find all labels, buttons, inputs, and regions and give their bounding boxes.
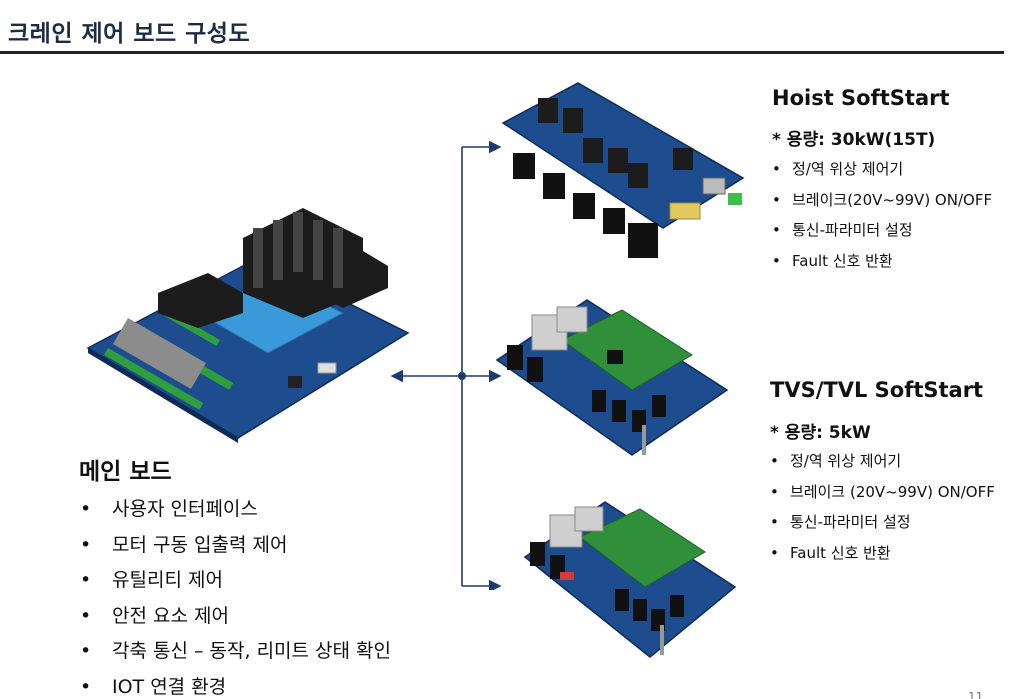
main-board-title: 메인 보드 [79,459,172,485]
bullet: • [770,452,779,470]
bullet: • [80,533,92,556]
list-item: •통신-파라미터 설정 [770,513,911,531]
list-item: •사용자 인터페이스 [80,498,258,520]
bullet: • [772,190,781,209]
main-board-image [86,208,410,443]
list-item: •안전 요소 제어 [80,604,229,627]
hoist-softstart-board-image [501,82,745,258]
bullet: • [80,640,92,662]
hoist-capacity: * 용량: 30kW(15T) [772,130,936,150]
list-item: •브레이크 (20V~99V) ON/OFF [770,482,995,501]
bullet: • [772,160,781,178]
bullet: • [772,221,781,239]
list-item: •정/역 위상 제어기 [770,452,902,470]
list-item: •Fault 신호 반환 [770,543,891,562]
list-item: •유틸리티 제어 [80,569,223,591]
main-board-feature-list: •사용자 인터페이스 •모터 구동 입출력 제어 •유틸리티 제어 •안전 요소… [80,496,391,699]
tvs-feature-list: •정/역 위상 제어기 •브레이크 (20V~99V) ON/OFF •통신-파… [770,450,995,572]
tvs-softstart-board-image-2 [523,501,737,658]
list-item: •통신-파라미터 설정 [772,221,913,239]
hoist-title: Hoist SoftStart [772,86,950,110]
bullet: • [772,251,781,270]
tvs-capacity: * 용량: 5kW [770,423,871,443]
tvs-title: TVS/TVL SoftStart [770,378,984,402]
list-item: •정/역 위상 제어기 [772,160,904,178]
list-item: •브레이크(20V~99V) ON/OFF [772,190,993,209]
page-title: 크레인 제어 보드 구성도 [8,21,251,47]
bullet: • [80,675,92,698]
list-item: •각축 통신 – 동작, 리미트 상태 확인 [80,640,392,662]
list-item: •Fault 신호 반환 [772,251,893,270]
page-number: 11 [968,690,984,699]
title-divider [0,51,1004,54]
bullet: • [770,513,779,531]
list-item: •IOT 연결 환경 [80,675,227,698]
list-item: •모터 구동 입출력 제어 [80,533,288,556]
bullet: • [80,569,92,591]
bullet: • [80,604,92,627]
tvs-softstart-board-image-1 [495,299,729,456]
bullet: • [770,543,779,562]
bullet: • [770,482,779,501]
bullet: • [80,498,92,520]
hoist-feature-list: •정/역 위상 제어기 •브레이크(20V~99V) ON/OFF •통신-파라… [772,158,992,280]
connector-diagram [390,140,502,590]
